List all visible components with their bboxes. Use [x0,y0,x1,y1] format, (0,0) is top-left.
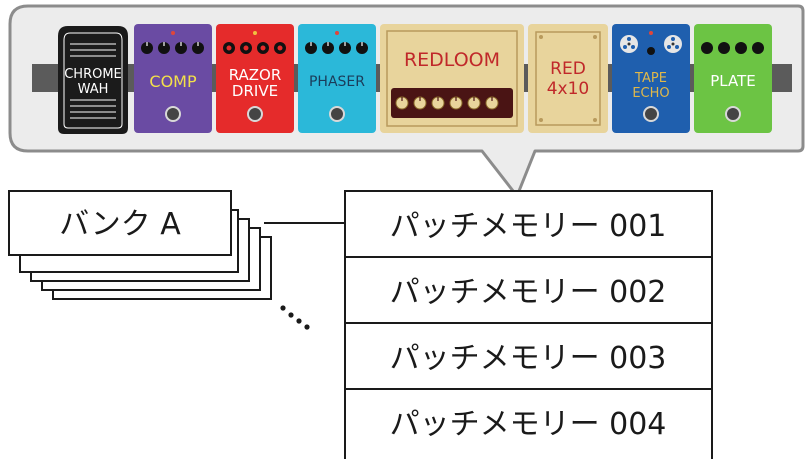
pedal-red-4x10[interactable]: RED 4x10 [528,24,608,133]
pedal-label: PHASER [309,74,365,90]
pedal-comp[interactable]: COMP [134,24,212,133]
pedal-phaser[interactable]: PHASER [298,24,376,133]
bank-label: バンク A [59,207,181,242]
footswitch-icon [725,106,741,122]
more-dots-icon [280,305,310,330]
patch-memory-001[interactable]: パッチメモリー 001 [390,209,667,244]
knob-icon [647,47,655,55]
pedal-razor-drive[interactable]: RAZOR DRIVE [216,24,294,133]
pedal-label: DRIVE [232,82,278,100]
pedal-label: WAH [78,82,109,97]
bank-a[interactable]: バンク A [8,190,232,256]
pedal-label: 4x10 [547,79,590,99]
patch-memory-003[interactable]: パッチメモリー 003 [390,341,667,376]
footswitch-icon [329,106,345,122]
pedal-redloom[interactable]: REDLOOM [380,24,524,133]
pedal-label: RAZOR [229,66,282,84]
footswitch-icon [643,106,659,122]
pedal-label: RED [550,59,586,79]
knob-icon [305,42,368,54]
pedal-label: TAPE [634,71,667,86]
pedal-chrome-wah[interactable]: CHROME WAH [58,26,128,134]
footswitch-icon [165,106,181,122]
pedal-label: ECHO [632,86,669,101]
pedal-label: REDLOOM [404,49,500,71]
footswitch-icon [247,106,263,122]
tape-reel-icon [620,35,682,53]
pedal-tape-echo[interactable]: TAPE ECHO [612,24,690,133]
knob-icon [141,42,204,54]
knob-icon [701,42,764,54]
pedal-label: CHROME [64,67,122,82]
patch-memory-004[interactable]: パッチメモリー 004 [390,407,667,442]
pedal-label: PLATE [710,72,755,90]
patch-memory-002[interactable]: パッチメモリー 002 [390,275,667,310]
knob-icon [395,96,499,110]
patch-list [344,190,713,459]
pedal-label: COMP [149,72,197,91]
pedal-plate[interactable]: PLATE [694,24,772,133]
